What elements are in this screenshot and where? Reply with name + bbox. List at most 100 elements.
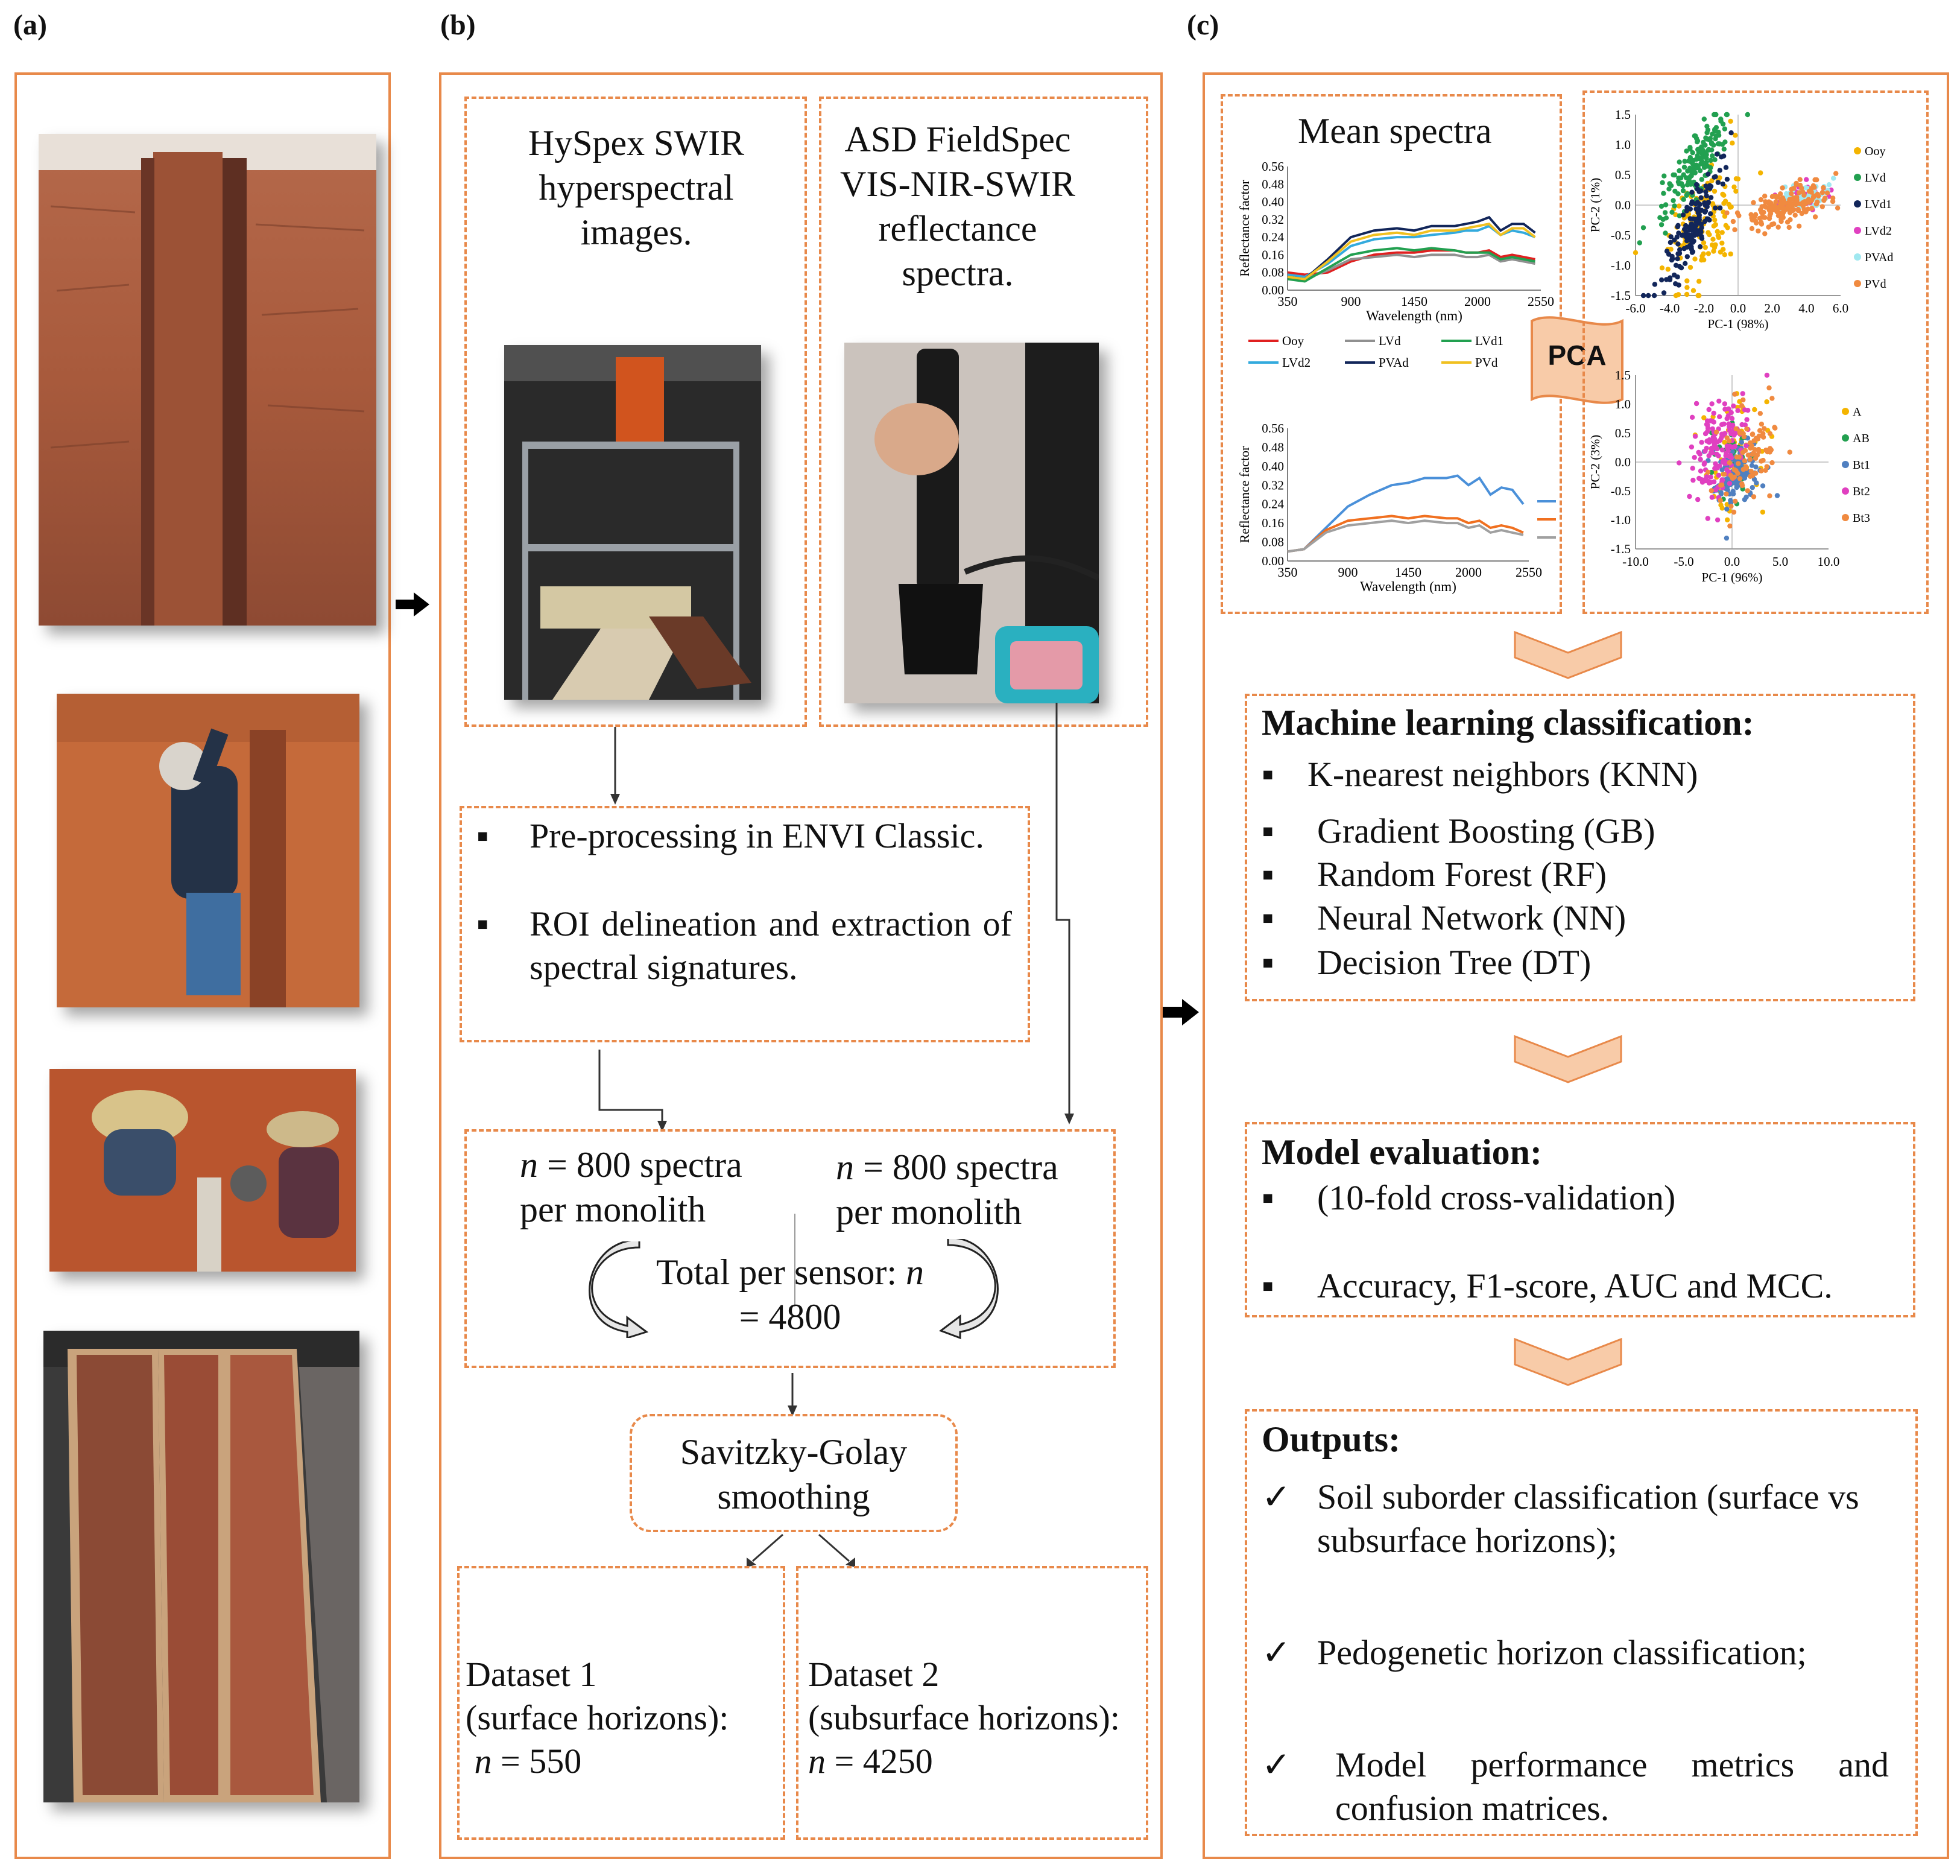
scatter-point: [1744, 426, 1750, 432]
mean-spectra-title: Mean spectra: [1298, 111, 1492, 151]
y-tick-label: 0.00: [1262, 554, 1284, 568]
panel-b-connectors: [598, 703, 1074, 1567]
scatter-point: [1711, 479, 1717, 484]
scatter-point: [1774, 194, 1779, 200]
scatter-point: [1769, 194, 1775, 200]
scatter-point: [1706, 458, 1711, 463]
scatter-point: [1720, 181, 1725, 187]
scatter-point: [1691, 168, 1696, 174]
scatter-point: [1731, 184, 1737, 190]
scatter-point: [1663, 215, 1669, 221]
scatter-point: [1637, 240, 1642, 246]
scatter-point: [1783, 191, 1789, 197]
scatter-point: [1764, 399, 1769, 405]
series-line: [1287, 515, 1524, 553]
scatter-point: [1712, 188, 1718, 194]
scatter-point: [1693, 136, 1699, 141]
scatter-point: [1766, 385, 1772, 391]
scatter-point: [1674, 234, 1680, 240]
scatter-point: [1704, 193, 1709, 198]
x-tick-label: -10.0: [1622, 554, 1649, 569]
scatter-point: [1769, 460, 1775, 466]
scatter-point: [1661, 191, 1666, 196]
scatter-point: [1771, 221, 1777, 227]
y-tick-label: 1.5: [1615, 107, 1631, 122]
scatter-point: [1658, 203, 1664, 209]
y-tick-label: -1.0: [1611, 258, 1631, 273]
scatter-point: [1708, 211, 1713, 217]
scatter-point: [1713, 125, 1719, 130]
scatter-point: [1684, 278, 1690, 284]
scatter-point: [1718, 490, 1724, 495]
scatter-point: [1684, 285, 1690, 290]
scatter-point: [1756, 228, 1761, 234]
y-tick-label: 0.08: [1262, 265, 1284, 280]
scatter-point: [1730, 489, 1736, 494]
scatter-point: [1697, 168, 1703, 174]
scatter-point: [1757, 411, 1763, 416]
scatter-point: [1735, 408, 1740, 413]
ds2-line1: Dataset 2: [808, 1655, 940, 1694]
scatter-point: [1666, 186, 1672, 192]
scatter-point: [1689, 189, 1695, 195]
spectra-count-box: [464, 1129, 1116, 1368]
y-tick-label: 0.56: [1262, 159, 1284, 174]
scatter-point: [1681, 246, 1687, 252]
scatter-point: [1719, 240, 1725, 246]
scatter-point: [1735, 176, 1741, 182]
scatter-point: [1797, 223, 1802, 229]
x-tick-label: 1450: [1395, 565, 1421, 580]
x-tick-label: -5.0: [1674, 554, 1693, 569]
scatter-point: [1713, 487, 1718, 493]
scatter-point: [1693, 401, 1699, 407]
scatter-point: [1749, 463, 1755, 468]
preprocessing-box: [460, 806, 1030, 1042]
ml-item-text: Gradient Boosting (GB): [1317, 811, 1655, 851]
scatter-point: [1759, 221, 1765, 227]
scatter-point: [1719, 447, 1725, 453]
scatter-point: [1743, 443, 1749, 449]
x-tick-label: 350: [1278, 565, 1298, 580]
scatter-point: [1714, 451, 1719, 457]
scatter-point: [1710, 153, 1715, 159]
legend-label: Bt1: [1853, 458, 1870, 472]
scatter-point: [1681, 164, 1687, 170]
n-symbol: n: [520, 1145, 538, 1185]
scatter-point: [1707, 232, 1712, 238]
scatter-point: [1708, 418, 1713, 423]
x-tick-label: 350: [1278, 294, 1298, 309]
scatter-point: [1704, 204, 1710, 209]
scatter-point: [1742, 458, 1748, 464]
eval-item-2-text: Accuracy, F1-score, AUC and MCC.: [1317, 1266, 1833, 1305]
scatter-point: [1683, 175, 1689, 180]
scatter-point: [1675, 223, 1681, 228]
scatter-point: [1698, 157, 1704, 162]
scatter-point: [1754, 220, 1759, 226]
scatter-point: [1640, 293, 1646, 299]
scatter-point: [1690, 466, 1695, 471]
scatter-point: [1809, 206, 1815, 211]
scatter-point: [1715, 233, 1721, 238]
scatter-point: [1725, 225, 1730, 230]
hyspex-spectra-count: n = 800 spectra per monolith: [520, 1142, 773, 1232]
y-tick-label: 0.5: [1615, 426, 1631, 440]
scatter-point: [1687, 226, 1693, 231]
scatter-point: [1692, 256, 1698, 262]
scatter-point: [1732, 443, 1737, 449]
scatter-point: [1716, 472, 1722, 478]
scatter-point: [1698, 229, 1704, 235]
scatter-point: [1729, 416, 1735, 421]
legend-label: LVd1: [1865, 198, 1892, 211]
scatter-point: [1681, 197, 1686, 202]
scatter-point: [1711, 223, 1716, 229]
outputs-box: [1245, 1409, 1918, 1836]
scatter-point: [1680, 232, 1686, 238]
n-symbol: n: [808, 1741, 826, 1781]
scatter-point: [1742, 497, 1748, 502]
scatter-point: [1651, 293, 1657, 299]
scatter-point: [1709, 141, 1715, 147]
scatter-point: [1702, 477, 1708, 483]
scatter-point: [1786, 200, 1791, 206]
ml-item-text: Random Forest (RF): [1317, 855, 1607, 894]
scatter-point: [1750, 432, 1755, 437]
